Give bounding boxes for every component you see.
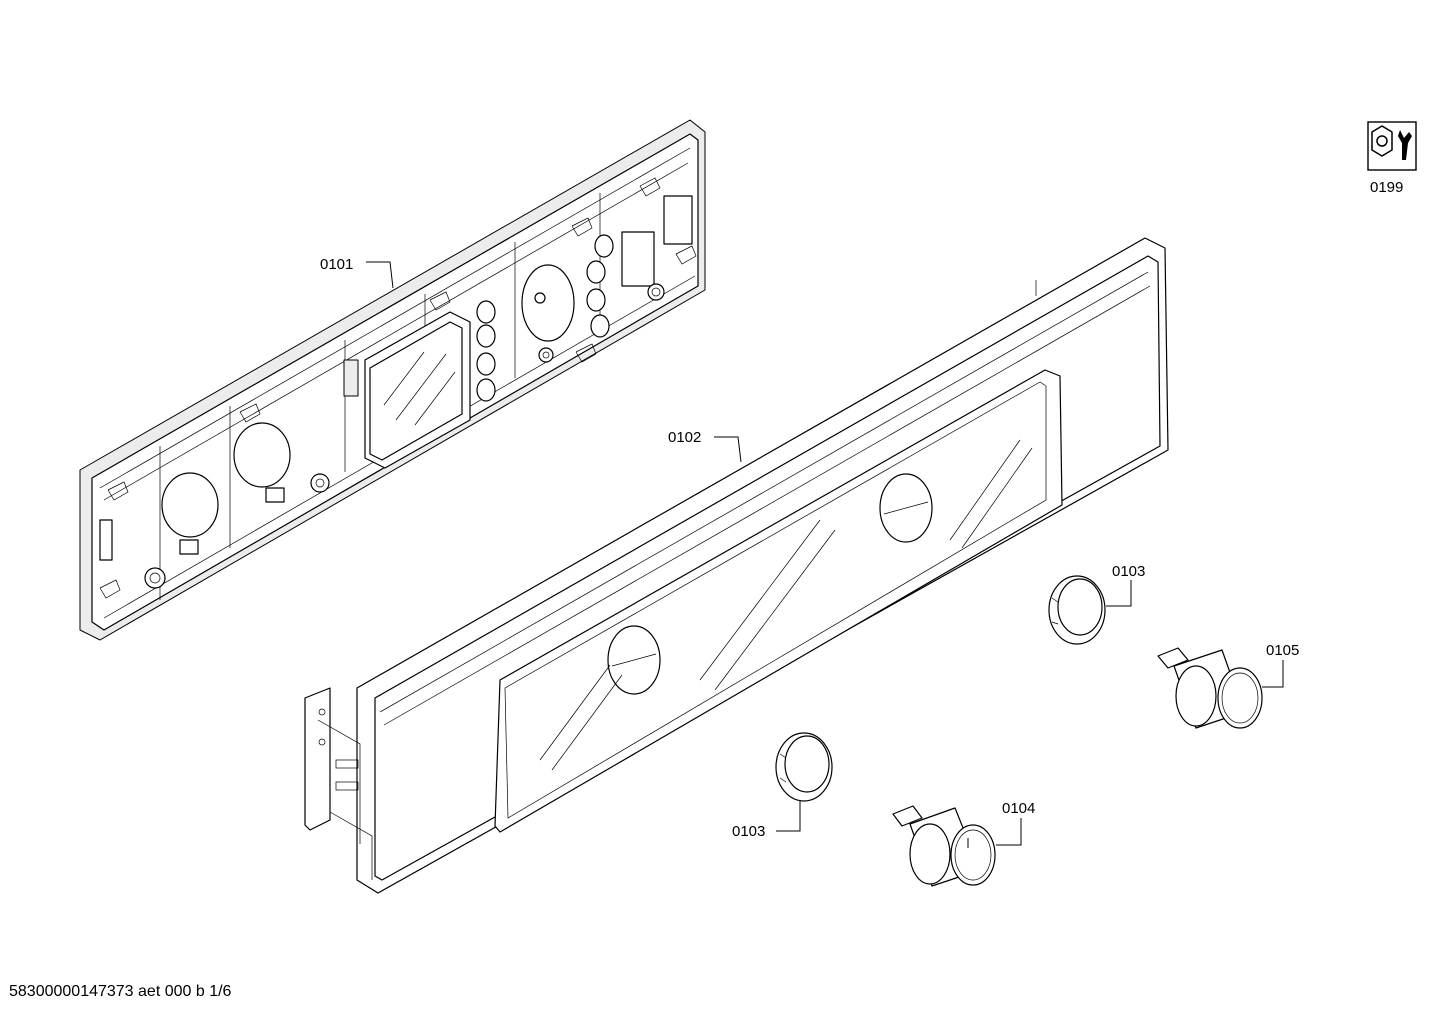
callout-0199: 0199 xyxy=(1370,179,1403,196)
wrench-hex-icon xyxy=(1367,121,1417,171)
callout-0103-upper: 0103 xyxy=(1112,563,1145,580)
callout-0105: 0105 xyxy=(1266,642,1299,659)
part-0102-front-panel[interactable] xyxy=(304,237,1169,894)
leader-lines xyxy=(366,261,1284,846)
part-0103-ring-lower[interactable] xyxy=(775,732,833,802)
callout-0102: 0102 xyxy=(668,429,701,446)
callout-0104: 0104 xyxy=(1002,800,1035,817)
part-0103-ring-upper[interactable] xyxy=(1048,575,1106,645)
part-0105-knob[interactable] xyxy=(1157,647,1263,729)
document-id: 58300000147373 aet 000 b 1/6 xyxy=(9,983,232,1000)
part-0104-knob[interactable] xyxy=(892,805,996,887)
part-0101-control-frame[interactable] xyxy=(79,119,706,641)
callout-0103-lower: 0103 xyxy=(732,823,765,840)
callout-0101: 0101 xyxy=(320,256,353,273)
